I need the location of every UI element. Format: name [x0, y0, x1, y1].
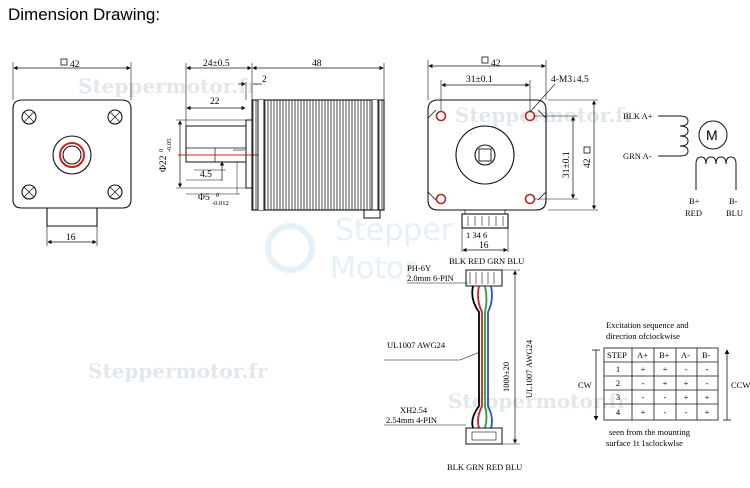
watermark: Steppermotor.fr — [448, 389, 628, 413]
front-view — [12, 58, 132, 246]
top-connector-type: PH-6Y — [407, 263, 431, 273]
table-cell: 2 — [616, 378, 620, 388]
table-cell: + — [641, 407, 646, 417]
page-title: Dimension Drawing: — [8, 5, 161, 24]
rear-width-label: 42 — [491, 59, 501, 69]
excitation-title: Excitation sequence and — [606, 320, 689, 330]
table-cell: + — [663, 378, 668, 388]
table-cell: - — [706, 378, 709, 388]
table-cell: - — [664, 392, 667, 402]
table-cell: - — [685, 407, 688, 417]
watermark: Steppermotor.fr — [88, 359, 268, 383]
cable-type-label: UL1007 AWG24 — [387, 340, 446, 350]
vertical-spacing-label: 31±0.1 — [562, 151, 572, 178]
boss-diameter-group: Φ22 0 -0.05 — [158, 138, 173, 172]
cable-vertical-label: UL1007 AWG24 — [524, 339, 534, 398]
shaft-tol-top: 0 — [216, 192, 219, 199]
table-cell: + — [684, 378, 689, 388]
table-cell: + — [705, 392, 710, 402]
table-header: B- — [702, 350, 711, 360]
table-header: B+ — [659, 350, 670, 360]
shaft-length-label: 24±0.5 — [203, 59, 230, 69]
top-connector-desc: 2.0mm 6-PIN — [407, 273, 454, 283]
boss-length-label: 2 — [262, 75, 267, 85]
watermark-group: Steppermotor.fr Steppermotor.fr Stepperm… — [78, 74, 635, 413]
shaft-tol-bottom: -0.012 — [212, 200, 229, 207]
shaft-diameter-label: Φ5 — [198, 193, 210, 203]
watermark: Steppermotor.fr — [455, 103, 635, 127]
front-flange-label: 16 — [66, 233, 76, 243]
watermark: Steppermotor.fr — [78, 74, 258, 98]
watermark-logo-text: Motor — [330, 251, 417, 286]
table-header: A+ — [637, 350, 648, 360]
rear-height-label: 42 — [583, 158, 593, 168]
ccw-label: CCW — [731, 380, 750, 390]
table-cell: - — [706, 364, 709, 374]
body-length-label: 48 — [312, 59, 322, 69]
cw-label: CW — [578, 380, 592, 390]
excitation-headers: STEP A+ B+ A- B- — [607, 350, 711, 360]
a-minus-label: GRN A- — [623, 151, 652, 161]
table-cell: - — [664, 407, 667, 417]
table-header: A- — [681, 350, 690, 360]
table-header: STEP — [607, 350, 627, 360]
boss-tol-bottom: -0.05 — [166, 138, 173, 152]
excitation-note-2: surface 1t 1sclockwlse — [606, 438, 683, 448]
table-cell: + — [641, 364, 646, 374]
bottom-connector-desc: 2.54mm 4-PIN — [386, 415, 437, 425]
flat-length-label: 22 — [210, 97, 220, 107]
pin-numbers: 1 34 6 — [466, 230, 487, 240]
table-cell: - — [642, 378, 645, 388]
top-wire-colors: BLK RED GRN BLU — [449, 256, 524, 266]
hole-spacing-label: 31±0.1 — [466, 75, 493, 85]
mount-holes-label: 4-M3↓4.5 — [551, 75, 589, 85]
a-plus-label: BLK A+ — [623, 111, 653, 121]
table-cell: + — [663, 364, 668, 374]
cable-length-label: 1000±20 — [501, 362, 511, 392]
table-cell: - — [685, 364, 688, 374]
excitation-table — [592, 347, 731, 421]
flat-depth-label: 4.5 — [200, 170, 212, 180]
boss-diameter-label: Φ22 — [159, 155, 169, 172]
b-plus-color: RED — [685, 208, 702, 218]
table-cell: + — [684, 392, 689, 402]
table-cell: 3 — [616, 392, 620, 402]
table-cell: - — [642, 392, 645, 402]
excitation-title-2: direcrion ofciockwise — [606, 331, 680, 341]
b-plus-label: B+ — [689, 196, 700, 206]
excitation-rows: 1 + + - - 2 - + + - 3 - - + + 4 + - - + — [616, 364, 710, 417]
table-cell: 1 — [616, 364, 620, 374]
coil-schematic — [658, 115, 737, 190]
cable-assembly — [384, 269, 520, 445]
bottom-wire-colors: BLK GRN RED BLU — [447, 462, 522, 472]
side-view — [176, 63, 385, 219]
b-minus-label: B- — [729, 196, 738, 206]
motor-symbol: M — [706, 127, 718, 143]
gear-icon — [265, 223, 315, 273]
bottom-connector-type: XH2.54 — [400, 405, 428, 415]
watermark-logo-text: Stepper — [335, 213, 454, 248]
rear-view — [427, 56, 598, 253]
b-minus-color: BLU — [726, 208, 743, 218]
boss-tol-top: 0 — [158, 149, 165, 152]
table-cell: 4 — [616, 407, 621, 417]
connector-width-label: 16 — [479, 241, 489, 251]
table-cell: + — [705, 407, 710, 417]
front-width-label: 42 — [70, 60, 80, 70]
excitation-note: seen from the mounting — [609, 427, 691, 437]
square-symbol — [583, 146, 591, 154]
